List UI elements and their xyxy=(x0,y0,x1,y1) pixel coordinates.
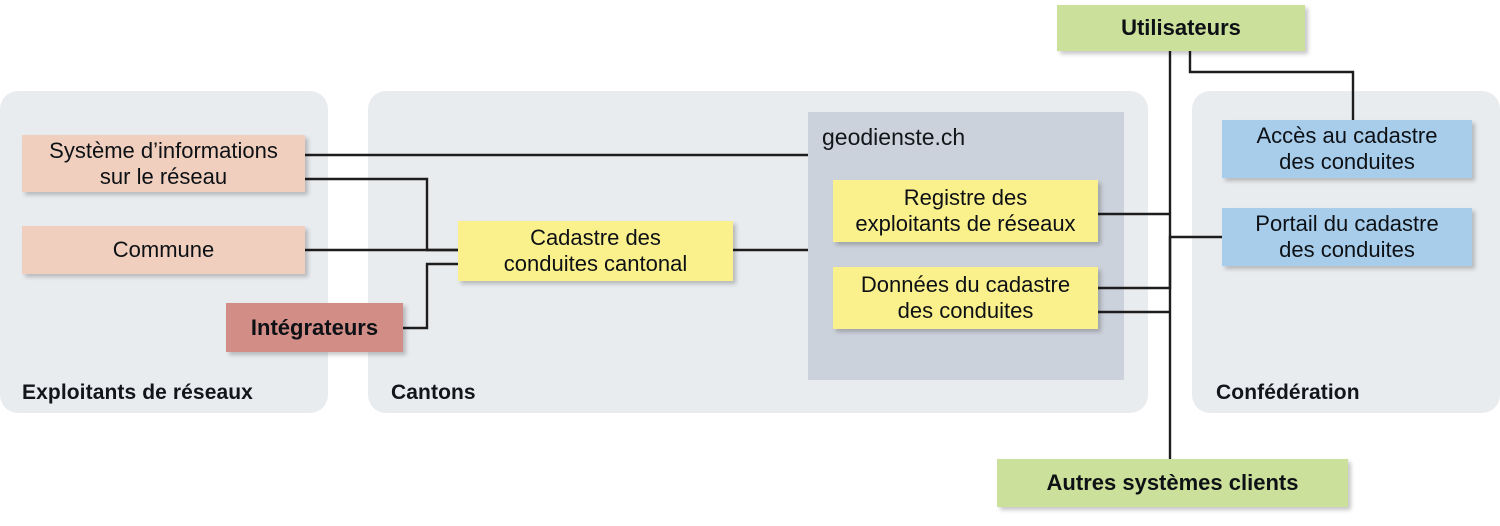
node-line-1: Données du cadastre xyxy=(860,272,1071,298)
node-systeme-d-informations-sur-le-reseau[interactable]: Système d’informations sur le réseau xyxy=(22,135,305,192)
node-line-2: des conduites xyxy=(897,298,1034,323)
node-line-2: des conduites xyxy=(1279,237,1415,262)
node-line-1: Registre des xyxy=(903,185,1028,211)
node-portail-du-cadastre-des-conduites[interactable]: Portail du cadastre des conduites xyxy=(1222,208,1472,266)
node-registre-des-exploitants-de-reseaux[interactable]: Registre des exploitants de réseaux xyxy=(833,180,1098,242)
node-line-1: Intégrateurs xyxy=(250,314,379,340)
node-line-2: des conduites xyxy=(1279,149,1415,174)
node-cadastre-des-conduites-cantonal[interactable]: Cadastre des conduites cantonal xyxy=(458,221,733,281)
panel-label-exploitants-de-reseaux: Exploitants de réseaux xyxy=(22,381,253,404)
subpanel-geodienste xyxy=(808,112,1124,380)
node-line-1: Cadastre des xyxy=(530,225,661,251)
node-integrateurs[interactable]: Intégrateurs xyxy=(226,303,403,352)
node-utilisateurs[interactable]: Utilisateurs xyxy=(1057,5,1305,51)
node-donnees-du-cadastre-des-conduites[interactable]: Données du cadastre des conduites xyxy=(833,267,1098,329)
node-line-1: Autres systèmes clients xyxy=(1046,470,1299,496)
node-commune[interactable]: Commune xyxy=(22,226,305,274)
node-acces-au-cadastre-des-conduites[interactable]: Accès au cadastre des conduites xyxy=(1222,120,1472,178)
node-line-1: Commune xyxy=(112,237,215,263)
node-line-1: Système d’informations xyxy=(49,137,278,163)
node-line-2: exploitants de réseaux xyxy=(855,211,1076,236)
node-line-2: conduites cantonal xyxy=(503,251,688,276)
node-line-2: sur le réseau xyxy=(99,163,228,189)
node-line-1: Accès au cadastre xyxy=(1256,123,1438,149)
node-line-1: Portail du cadastre xyxy=(1255,211,1439,237)
node-line-1: Utilisateurs xyxy=(1121,15,1241,41)
panel-label-confederation: Confédération xyxy=(1216,381,1360,404)
subpanel-geodienste-title: geodienste.ch xyxy=(822,124,966,150)
node-autres-systemes-clients[interactable]: Autres systèmes clients xyxy=(997,459,1348,507)
panel-label-cantons: Cantons xyxy=(391,381,476,404)
